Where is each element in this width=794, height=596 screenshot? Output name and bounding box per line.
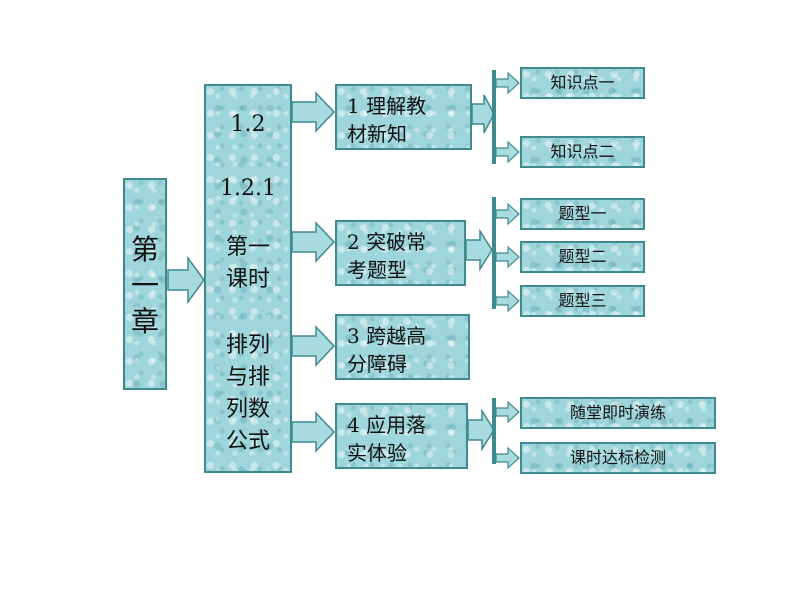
module-2-box: 2 突破常 考题型 [335,220,466,286]
leaf-question-type-2: 题型二 [520,241,645,273]
topic-line-1: 排列 [225,333,270,358]
bracket-bar-4 [492,398,496,464]
chapter-box: 第 一 章 [123,178,167,390]
chapter-char-3: 章 [130,305,159,338]
module-4-line-1: 4 应用落 [347,413,427,437]
leaf-in-class-practice: 随堂即时演练 [520,397,716,429]
arrow-to-leaf-1-1 [495,71,520,95]
module-4-line-2: 实体验 [347,441,407,465]
module-2-line-1: 2 突破常 [347,230,427,254]
arrow-lesson-to-module-2 [291,221,336,263]
arrow-to-leaf-4-2 [495,446,520,470]
arrow-chapter-to-lesson [167,255,205,305]
arrow-to-leaf-2-2 [495,245,520,269]
period-label: 第一 课时 [206,232,290,296]
section-number: 1.2 [230,112,266,137]
module-1-line-1: 1 理解教 [347,94,427,118]
period-line-2: 课时 [225,267,270,292]
arrow-to-leaf-2-3 [495,289,520,313]
leaf-knowledge-point-1: 知识点一 [520,67,645,99]
arrow-lesson-to-module-1 [291,91,336,133]
module-3-line-1: 3 跨越高 [347,324,427,348]
lesson-box: 1.2 1.2.1 第一 课时 排列 与排 列数 公式 [204,84,292,473]
period-line-1: 第一 [225,235,270,260]
leaf-knowledge-point-2: 知识点二 [520,136,645,168]
arrow-lesson-to-module-4 [291,411,336,453]
leaf-question-type-1: 题型一 [520,198,645,230]
bracket-bar-1 [492,70,496,164]
chapter-char-1: 第 [130,233,159,266]
arrow-to-leaf-1-2 [495,140,520,164]
module-4-box: 4 应用落 实体验 [335,403,468,469]
chapter-char-2: 一 [130,269,159,302]
topic-line-2: 与排 [225,365,270,390]
arrow-lesson-to-module-3 [291,325,336,367]
leaf-question-type-3: 题型三 [520,285,645,317]
arrow-module-1-to-bracket [471,94,495,134]
bracket-bar-2 [492,197,496,309]
topic-line-3: 列数 [225,397,270,422]
leaf-period-assessment: 课时达标检测 [520,442,716,474]
arrow-module-2-to-bracket [465,228,493,272]
subsection-number: 1.2.1 [220,176,276,201]
arrow-module-4-to-bracket [467,408,495,452]
module-1-line-2: 材新知 [347,122,407,146]
topic-label: 排列 与排 列数 公式 [206,330,290,458]
module-3-box: 3 跨越高 分障碍 [335,314,470,380]
arrow-to-leaf-4-1 [495,400,520,424]
module-2-line-2: 考题型 [347,258,407,282]
arrow-to-leaf-2-1 [495,202,520,226]
topic-line-4: 公式 [225,429,270,454]
module-1-box: 1 理解教 材新知 [335,84,472,150]
module-3-line-2: 分障碍 [347,352,407,376]
